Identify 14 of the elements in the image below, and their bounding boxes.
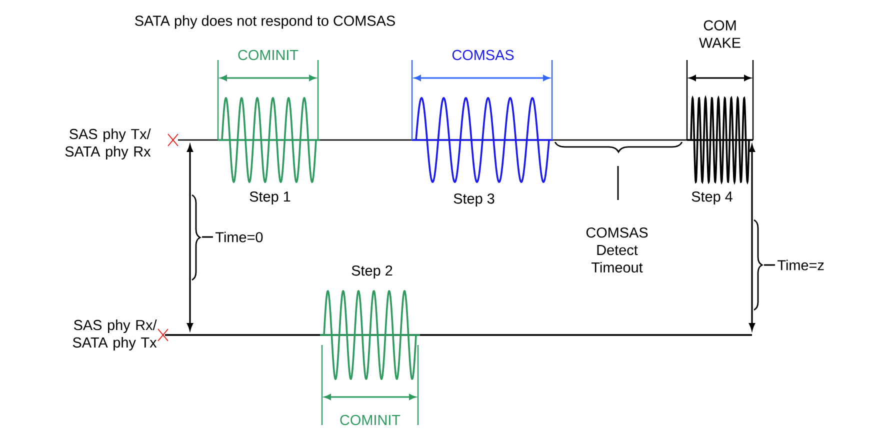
- dimension-label: COMSAS: [452, 50, 514, 60]
- time-label: Time=0: [216, 232, 263, 242]
- dimension-label: COMINIT: [238, 50, 298, 60]
- step-label: Step 2: [352, 265, 392, 279]
- step-label: Step 1: [250, 191, 290, 205]
- timeout-label: COMSAS Detect Timeout: [586, 227, 648, 273]
- step-label: Step 3: [454, 193, 494, 207]
- signal-name: SAS phy Tx/ SATA phy Rx: [65, 128, 151, 160]
- dimension-label: COM WAKE: [699, 20, 740, 48]
- time-label: Time=z: [778, 260, 824, 270]
- dimension-label: COMINIT: [340, 414, 400, 426]
- title: SATA phy does not respond to COMSAS: [135, 15, 395, 29]
- step-label: Step 4: [692, 191, 732, 205]
- signal-name: SAS phy Rx/ SATA phy Tx: [72, 320, 157, 350]
